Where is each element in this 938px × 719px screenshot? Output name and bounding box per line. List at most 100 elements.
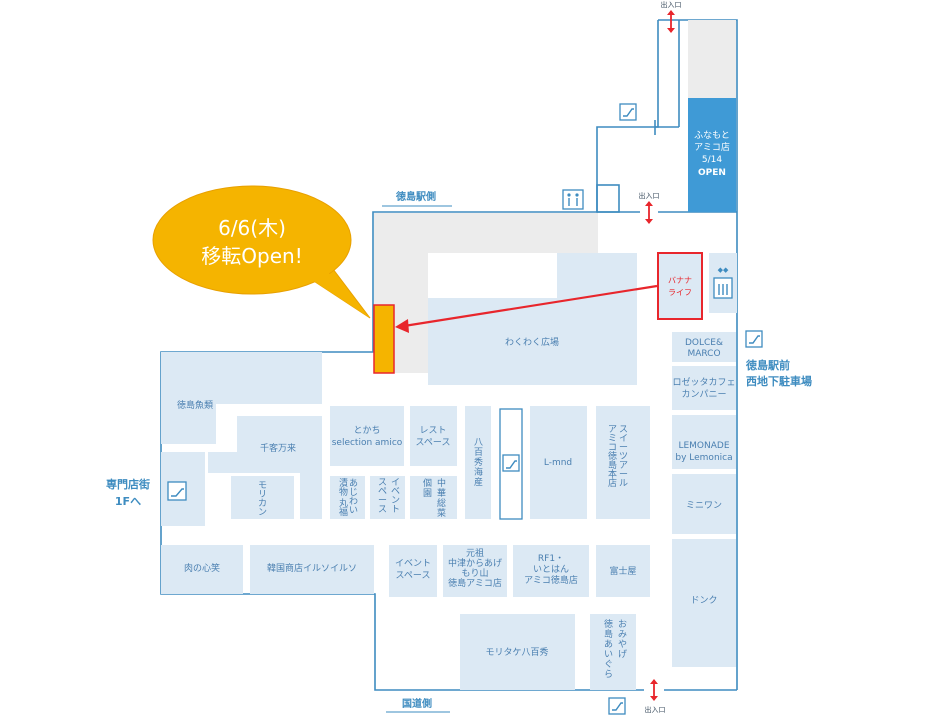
exit-top[interactable]: 出入口 [661, 0, 682, 33]
callout-date: 6/6(木) [218, 216, 286, 240]
shop-niku-no-shinsho[interactable]: 肉の心笑 [161, 545, 243, 594]
shop-chuka-kozono[interactable]: 中華総菜 個園 [410, 476, 457, 519]
exit-bottom[interactable]: 出入口 [645, 679, 666, 714]
shop-senkyaku-banrai[interactable]: 千客万来 [208, 416, 322, 519]
shop-l-mnd[interactable]: L-mnd [530, 406, 587, 519]
escalator-icon [161, 452, 205, 526]
svg-text:出入口: 出入口 [645, 705, 666, 714]
svg-text:ふなもと: ふなもと [694, 130, 730, 141]
svg-text:スペース: スペース [396, 571, 431, 581]
event-space-2[interactable]: イベント スペース [389, 545, 437, 597]
shop-omiyage-aigura[interactable]: おみやげ 徳島あいぐら [590, 614, 636, 690]
svg-text:漬物 あじわい 丸福: 漬物 あじわい 丸福 [339, 477, 361, 518]
specialty-shops-label[interactable]: 専門店街 1Fへ [106, 477, 150, 508]
svg-text:いとはん: いとはん [533, 564, 569, 575]
escalator-icon [499, 408, 523, 520]
shop-rf1-itohan[interactable]: RF1・ いとはん アミコ徳島店 [513, 545, 589, 597]
svg-text:MARCO: MARCO [687, 349, 720, 359]
svg-text:スペース イベント: スペース イベント [378, 478, 400, 515]
restroom-icon [562, 189, 584, 210]
shop-donq[interactable]: ドンク [672, 539, 736, 667]
escalator-icon [608, 697, 626, 715]
shop-fujiya[interactable]: 富士屋 [596, 545, 650, 597]
svg-text:中津からあげ: 中津からあげ [448, 557, 502, 569]
svg-text:LEMONADE: LEMONADE [678, 441, 729, 451]
escalator-icon [745, 330, 763, 348]
svg-text:L-mnd: L-mnd [544, 458, 572, 468]
parking-label[interactable]: 徳島駅前 西地下駐車場 [745, 358, 812, 388]
svg-text:アミコ徳島本店: アミコ徳島本店 [608, 425, 617, 489]
svg-text:selection amico: selection amico [332, 438, 403, 448]
svg-text:もり山: もり山 [461, 568, 488, 579]
shop-nakatsu-karaage[interactable]: 元祖 中津からあげ もり山 徳島アミコ店 [443, 545, 507, 597]
road-side-label: 国道側 [386, 697, 450, 713]
svg-text:ライフ: ライフ [668, 288, 692, 297]
svg-text:ロゼッタカフェ: ロゼッタカフェ [672, 376, 735, 388]
svg-text:専門店街: 専門店街 [106, 477, 150, 491]
svg-text:徳島魚類: 徳島魚類 [177, 399, 213, 411]
svg-text:RF1・: RF1・ [538, 554, 564, 564]
svg-text:富士屋: 富士屋 [609, 565, 636, 577]
building-outline [160, 19, 738, 691]
svg-text:イベント: イベント [395, 559, 431, 569]
svg-text:by Lemonica: by Lemonica [675, 453, 732, 463]
escalator-icon [619, 103, 637, 121]
svg-text:わくわく広場: わくわく広場 [505, 336, 559, 348]
svg-text:中華総菜 個園: 中華総菜 個園 [423, 477, 449, 519]
svg-text:とかち: とかち [353, 425, 380, 436]
svg-text:出入口: 出入口 [661, 0, 682, 9]
svg-text:肉の心笑: 肉の心笑 [184, 562, 220, 574]
shop-tokushima-gyorui[interactable]: 徳島魚類 [161, 352, 322, 444]
svg-text:千客万来: 千客万来 [260, 442, 296, 454]
shop-yaohide-kaisan[interactable]: 八百秀海産 [465, 406, 491, 519]
exit-station[interactable]: 出入口 [639, 191, 660, 224]
exit-arrow-icon [667, 10, 675, 15]
svg-text:アミコ徳島店: アミコ徳島店 [524, 574, 578, 586]
shop-lemonade[interactable]: LEMONADE by Lemonica [672, 415, 736, 469]
relocation-arrow [395, 284, 658, 333]
svg-text:八百秀海産: 八百秀海産 [474, 438, 483, 488]
shop-ajiwai-marufuku[interactable]: 漬物 あじわい 丸福 [330, 476, 365, 519]
grey-area-top-right [688, 20, 736, 98]
svg-text:韓国商店イルソイルソ: 韓国商店イルソイルソ [267, 562, 357, 574]
shop-sweets-r[interactable]: スイーツアール アミコ徳島本店 [596, 406, 650, 519]
svg-text:OPEN: OPEN [698, 168, 726, 178]
shop-dolce-marco[interactable]: DOLCE& MARCO [672, 332, 736, 362]
shop-rosetta-cafe[interactable]: ロゼッタカフェ カンパニー [672, 366, 736, 410]
svg-text:レスト: レスト [419, 426, 446, 436]
svg-text:◆◆: ◆◆ [718, 266, 729, 274]
callout-message: 移転Open! [201, 244, 302, 268]
station-side-label: 徳島駅側 [382, 190, 452, 207]
exit-arrow-icon [645, 201, 653, 206]
svg-text:モリカン: モリカン [258, 481, 267, 518]
svg-text:スペース: スペース [416, 438, 451, 448]
svg-text:バナナ: バナナ [668, 276, 692, 285]
new-location-marker[interactable] [373, 304, 395, 374]
svg-text:モリタケ八百秀: モリタケ八百秀 [485, 646, 548, 658]
svg-text:徳島駅前: 徳島駅前 [745, 358, 790, 372]
event-space-1[interactable]: スペース イベント [370, 476, 405, 519]
svg-text:出入口: 出入口 [639, 191, 660, 200]
rest-space-1[interactable]: レスト スペース [410, 406, 457, 466]
svg-text:1Fへ: 1Fへ [115, 495, 141, 508]
svg-text:西地下駐車場: 西地下駐車場 [746, 374, 812, 388]
svg-text:ミニワン: ミニワン [686, 501, 722, 511]
callout-bubble: 6/6(木) 移転Open! [152, 185, 371, 319]
svg-text:DOLCE&: DOLCE& [685, 338, 723, 348]
shop-tokachi[interactable]: とかち selection amico [330, 406, 404, 466]
svg-text:徳島アミコ店: 徳島アミコ店 [448, 577, 502, 589]
svg-text:スイーツアール: スイーツアール [619, 425, 628, 489]
shop-moritake-yaohide[interactable]: モリタケ八百秀 [460, 614, 575, 690]
svg-text:元祖: 元祖 [466, 547, 484, 559]
shop-funamoto[interactable]: ふなもと アミコ店 5/14 OPEN [688, 98, 736, 212]
svg-text:ドンク: ドンク [690, 595, 717, 606]
shop-miniwan[interactable]: ミニワン [672, 474, 736, 534]
shop-wakuwaku[interactable]: わくわく広場 [428, 253, 637, 385]
shop-kankoku-shoten[interactable]: 韓国商店イルソイルソ [250, 545, 374, 594]
svg-text:5/14: 5/14 [702, 155, 722, 165]
shop-morikan[interactable]: モリカン [231, 476, 294, 519]
elevator-icon: ◆◆ [709, 253, 737, 313]
shop-banana-life[interactable]: バナナ ライフ [657, 252, 703, 320]
svg-text:カンパニー: カンパニー [681, 389, 726, 400]
